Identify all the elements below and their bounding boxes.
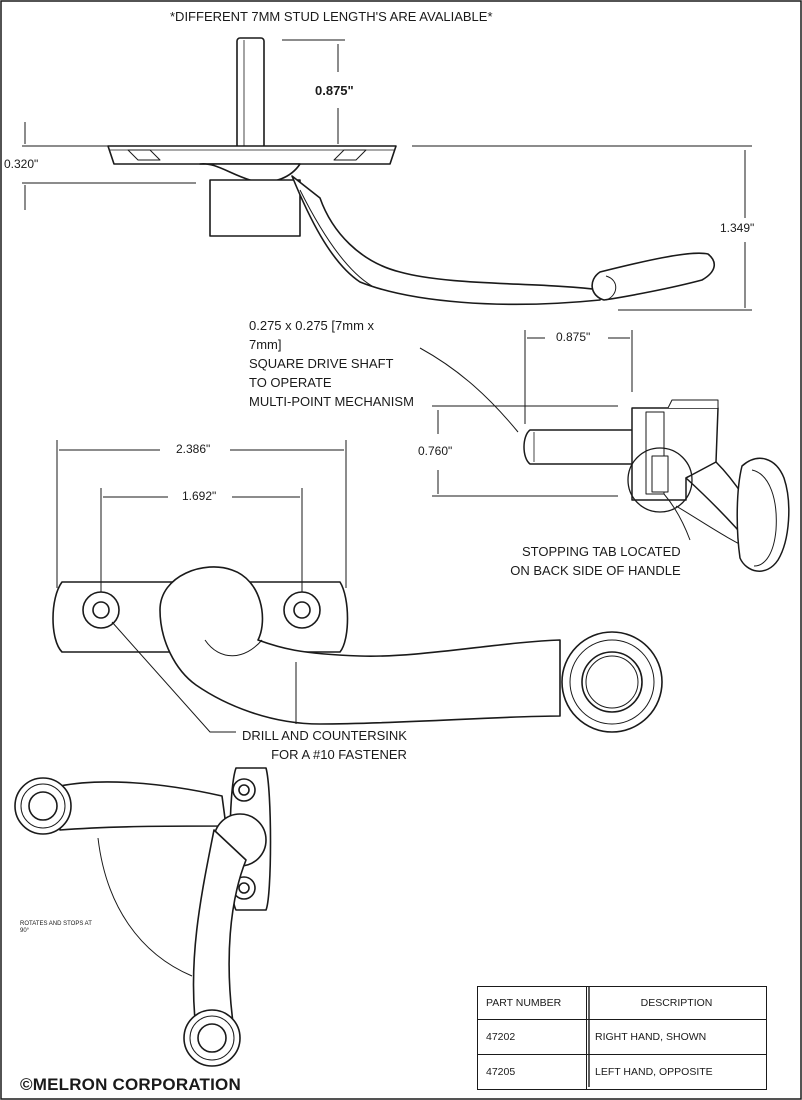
drive-shaft-dimensions (419, 330, 691, 541)
overall-height-dimension: 1.349" (720, 221, 755, 235)
drive-shaft-view (523, 399, 790, 572)
parts-table: PART NUMBER DESCRIPTION 47202 RIGHT HAND… (477, 986, 767, 1090)
rotation-note-line: 90° (20, 928, 30, 935)
stopping-tab-note: STOPPING TAB LOCATED ON BACK SIDE OF HAN… (502, 542, 681, 580)
parts-table-header: PART NUMBER DESCRIPTION (477, 986, 767, 1020)
drill-note: DRILL AND COUNTERSINK FOR A #10 FASTENER (242, 726, 407, 764)
copyright-text: ©MELRON CORPORATION (20, 1075, 241, 1094)
shaft-length-dimension: 0.875" (556, 330, 591, 344)
part-number-cell: 47202 (477, 1019, 587, 1055)
overall-width-dimension: 2.386" (176, 442, 211, 456)
top-view-dimensions (56, 440, 347, 733)
drive-shaft-note-line: TO OPERATE (249, 375, 332, 390)
drive-shaft-note-line: 7mm] (249, 337, 282, 352)
rotation-note-line: ROTATES AND STOPS AT (20, 921, 92, 927)
stopping-tab-note-line: STOPPING TAB LOCATED (522, 544, 681, 559)
drive-shaft-note-line: MULTI-POINT MECHANISM (249, 394, 414, 409)
top-view-handle (52, 566, 663, 733)
side-view-dimensions (22, 39, 752, 311)
part-number-cell: 47205 (477, 1054, 587, 1090)
description-header: DESCRIPTION (586, 986, 767, 1020)
stud-length-dimension: 0.875" (315, 83, 354, 98)
drive-shaft-note: 0.275 x 0.275 [7mm x 7mm] SQUARE DRIVE S… (249, 316, 414, 411)
description-cell: RIGHT HAND, SHOWN (586, 1019, 767, 1055)
stopping-tab-note-line: ON BACK SIDE OF HANDLE (510, 563, 681, 578)
plate-thickness-dimension: 0.320" (4, 157, 39, 171)
table-row: 47205 LEFT HAND, OPPOSITE (477, 1054, 767, 1090)
drive-shaft-note-line: 0.275 x 0.275 [7mm x (249, 318, 375, 333)
shaft-height-dimension: 0.760" (418, 444, 453, 458)
description-cell: LEFT HAND, OPPOSITE (586, 1054, 767, 1090)
hole-spacing-dimension: 1.692" (182, 489, 217, 503)
rotated-view-handle (14, 767, 272, 1067)
rotation-note: ROTATES AND STOPS AT 90° (20, 921, 92, 935)
drill-note-line: DRILL AND COUNTERSINK (242, 728, 407, 743)
part-number-header: PART NUMBER (477, 986, 587, 1020)
header-note: *DIFFERENT 7MM STUD LENGTH'S ARE AVALIAB… (170, 9, 493, 24)
table-row: 47202 RIGHT HAND, SHOWN (477, 1019, 767, 1055)
drive-shaft-note-line: SQUARE DRIVE SHAFT (249, 356, 394, 371)
rotation-arrow (97, 837, 193, 977)
side-view-handle (107, 37, 715, 306)
drill-note-line: FOR A #10 FASTENER (271, 747, 407, 762)
